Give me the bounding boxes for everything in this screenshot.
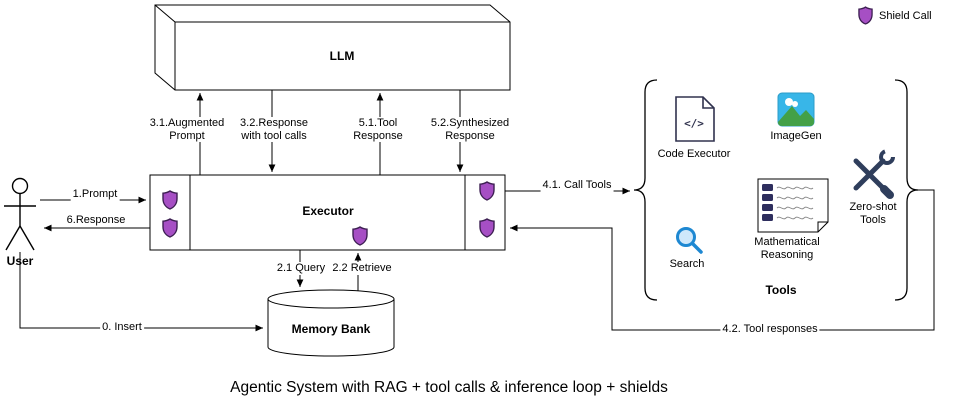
llm-box xyxy=(154,4,511,91)
shield-icon xyxy=(479,181,495,201)
edge-label-synthesized-response: 5.2.Synthesized Response xyxy=(428,117,512,142)
edge-label-response: 6.Response xyxy=(64,214,128,227)
edge-label-augmented-prompt: 3.1.Augmented Prompt xyxy=(147,117,227,142)
code-executor-label: Code Executor xyxy=(657,148,731,160)
formula-lines xyxy=(762,184,814,221)
zero-shot-tools-label: Zero-shot Tools xyxy=(849,201,897,226)
code-executor-icon: </> xyxy=(675,96,715,142)
right-brace xyxy=(894,79,919,301)
shield-icon-legend xyxy=(858,6,873,25)
shield-icon xyxy=(162,190,178,210)
legend-shield-call-label: Shield Call xyxy=(879,10,932,22)
shield-icon xyxy=(162,218,178,238)
search-label: Search xyxy=(669,258,705,270)
search-icon xyxy=(676,227,703,254)
shield-icon xyxy=(352,226,368,246)
memory-bank-label: Memory Bank xyxy=(291,322,371,336)
memory-bank-cylinder xyxy=(267,289,395,357)
edge-label-call-tools: 4.1. Call Tools xyxy=(540,179,614,192)
edge-label-tool-response: 5.1.Tool Response xyxy=(351,117,405,142)
imagegen-icon xyxy=(777,92,815,127)
math-reasoning-icon xyxy=(757,178,829,233)
edge-label-prompt: 1.Prompt xyxy=(70,188,120,201)
edge-label-retrieve: 2.2 Retrieve xyxy=(330,262,394,275)
llm-label: LLM xyxy=(329,49,355,63)
edge-label-response-with-tool-calls: 3.2.Response with tool calls xyxy=(238,117,310,142)
user-figure xyxy=(4,177,36,251)
user-label: User xyxy=(6,254,34,268)
zero-shot-tools-icon xyxy=(853,149,895,199)
tools-group-label: Tools xyxy=(765,283,797,297)
shield-icon xyxy=(479,218,495,238)
edge-label-query: 2.1 Query xyxy=(274,262,328,275)
imagegen-label: ImageGen xyxy=(770,130,822,142)
executor-label: Executor xyxy=(302,204,354,218)
edge-label-tool-responses: 4.2. Tool responses xyxy=(720,323,820,336)
arrow-insert xyxy=(19,252,263,332)
left-brace xyxy=(633,79,658,301)
edge-label-insert: 0. Insert xyxy=(100,321,144,334)
math-reasoning-label: Mathematical Reasoning xyxy=(754,236,820,261)
code-glyph: </> xyxy=(684,117,704,130)
executor-box xyxy=(149,174,506,251)
diagram-caption: Agentic System with RAG + tool calls & i… xyxy=(230,379,668,396)
